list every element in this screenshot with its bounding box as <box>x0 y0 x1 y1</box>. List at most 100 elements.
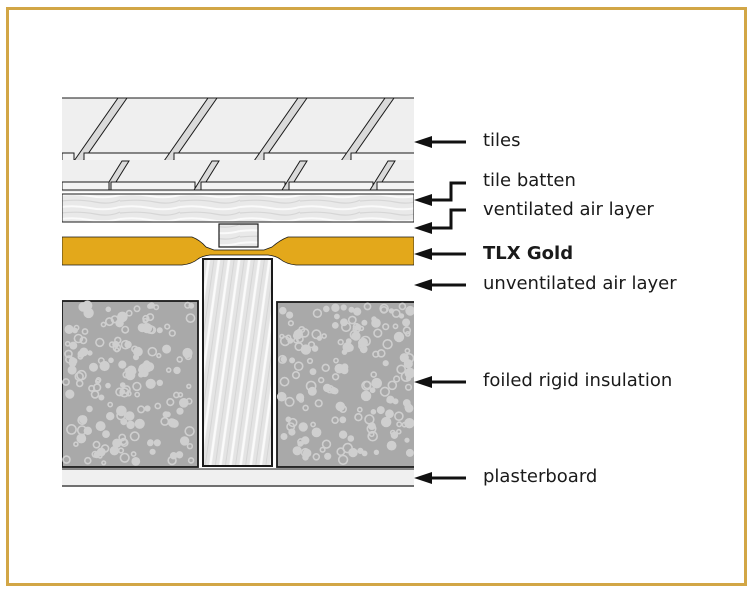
insulation-spot <box>352 322 361 331</box>
insulation-spot <box>73 441 79 448</box>
insulation-spot <box>307 341 316 349</box>
insulation-spot <box>109 446 120 456</box>
insulation-spot <box>318 376 325 384</box>
insulation-spot <box>78 302 88 312</box>
insulation-spot <box>333 313 340 320</box>
insulation-spot <box>347 315 357 325</box>
insulation-spot <box>291 371 301 380</box>
insulation-spot <box>341 349 348 355</box>
insulation-spot <box>102 430 110 438</box>
insulation-spot <box>179 436 190 446</box>
insulation-spot <box>125 309 133 317</box>
insulation-spot <box>389 429 396 436</box>
insulation-spot <box>357 447 364 455</box>
tile-lip <box>200 181 286 191</box>
insulation-spot <box>67 365 77 375</box>
insulation-spot <box>278 306 287 315</box>
insulation-spot <box>331 303 340 312</box>
insulation-spot <box>352 325 361 334</box>
insulation-spot <box>289 357 296 364</box>
insulation-spot <box>81 328 89 335</box>
insulation-spot <box>168 418 178 428</box>
insulation-spot <box>276 391 287 402</box>
insulation-spot <box>393 331 405 343</box>
insulation-spot <box>347 435 355 442</box>
insulation-spot <box>112 343 122 353</box>
insulation-spot <box>396 364 407 375</box>
insulation-spot <box>96 447 106 457</box>
insulation-spot <box>86 405 93 413</box>
insulation-spot <box>162 344 172 354</box>
insulation-spot <box>321 333 327 339</box>
tile-edge <box>281 160 308 191</box>
insulation-spot <box>366 423 377 434</box>
insulation-spot <box>154 402 162 410</box>
insulation-spot <box>321 439 332 449</box>
insulation-spot <box>149 448 156 455</box>
insulation-spot <box>69 341 78 350</box>
tile-batten-block <box>218 223 259 248</box>
rafter <box>202 258 273 467</box>
insulation-spot <box>188 302 195 309</box>
insulation-spot <box>298 396 305 403</box>
insulation-spot <box>141 323 153 334</box>
insulation-spot <box>172 391 180 399</box>
insulation-spot <box>64 349 73 359</box>
insulation-spot <box>279 376 290 387</box>
insulation-spot <box>145 378 156 389</box>
insulation-spot <box>373 328 383 338</box>
insulation-spot <box>339 416 347 424</box>
arrowhead-icon <box>414 376 432 388</box>
diagram-frame <box>6 7 747 586</box>
insulation-spot <box>337 338 344 346</box>
tile-lip <box>376 181 414 191</box>
insulation-spot <box>168 329 176 337</box>
insulation-spot <box>285 416 292 423</box>
insulation-spot <box>95 337 105 348</box>
insulation-spot <box>403 353 414 364</box>
arrowhead-icon <box>414 472 432 484</box>
insulation-spot <box>166 398 175 407</box>
arrowhead-icon <box>414 279 432 291</box>
tile-edge <box>369 160 396 191</box>
insulation-spot <box>137 405 146 414</box>
arrow-tile-batten <box>428 181 466 202</box>
insulation-spot <box>371 316 377 322</box>
insulation-spot <box>331 373 340 381</box>
insulation-spot <box>295 335 304 344</box>
insulation-spot <box>345 343 354 352</box>
insulation-spot <box>325 384 335 394</box>
insulation-spot <box>382 323 390 331</box>
insulation-spot <box>387 380 398 391</box>
insulation-spot <box>351 331 361 341</box>
arrowhead-icon <box>414 194 432 206</box>
insulation-spot <box>122 371 130 379</box>
insulation-spot <box>182 347 193 359</box>
tile-lip <box>110 181 196 191</box>
insulation-spot <box>300 344 312 355</box>
insulation-spot <box>120 339 131 350</box>
insulation-spot <box>185 397 193 405</box>
insulation-spot <box>382 360 389 367</box>
insulation-spot <box>90 390 100 399</box>
insulation-spot <box>185 313 196 323</box>
insulation-spot <box>142 362 153 373</box>
insulation-spot <box>156 327 163 334</box>
insulation-spot <box>348 447 358 458</box>
label-tiles: tiles <box>483 130 521 151</box>
insulation-spot <box>130 451 137 457</box>
insulation-spot <box>64 324 74 335</box>
insulation-spot <box>402 326 412 335</box>
tlx-gold-layer <box>62 236 414 266</box>
insulation-spot <box>79 336 88 345</box>
insulation-spot <box>376 406 385 415</box>
insulation-spot <box>379 386 391 397</box>
insulation-spot <box>156 379 164 386</box>
insulation-spot <box>314 399 323 408</box>
insulation-spot <box>98 394 105 401</box>
insulation-spot <box>92 440 101 449</box>
insulation-spot <box>338 430 348 439</box>
arrow-ventilated-air <box>428 208 466 230</box>
insulation-spot <box>306 357 314 365</box>
